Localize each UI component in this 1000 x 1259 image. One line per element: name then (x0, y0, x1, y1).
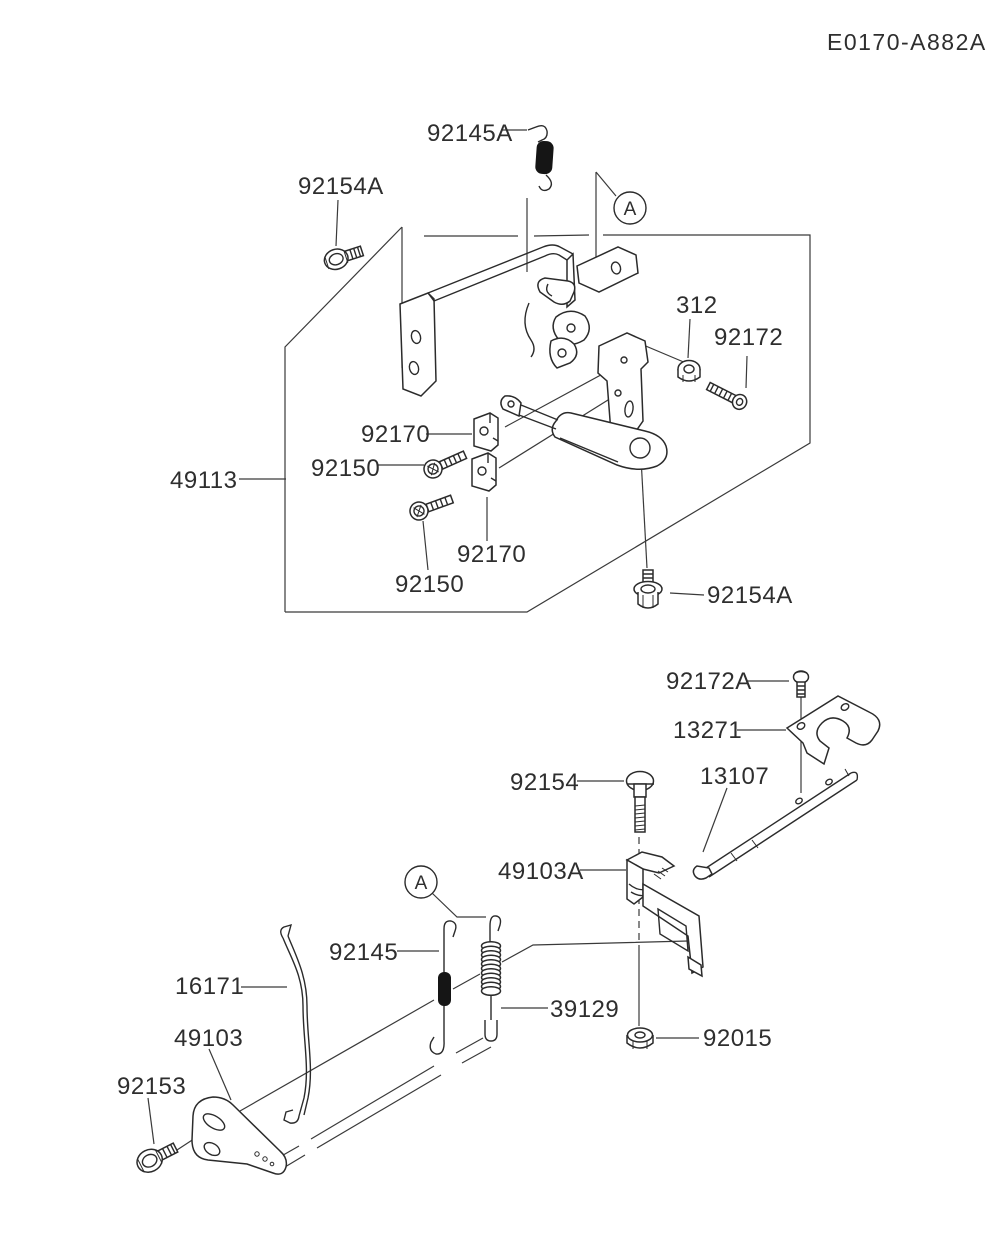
drawing-code: E0170-A882A (827, 29, 987, 55)
screw-92172-drawing (705, 381, 748, 411)
callout-49103: 49103 (174, 1025, 243, 1052)
rod-16171-drawing (280, 923, 312, 1124)
callout-92172: 92172 (714, 324, 783, 351)
lever-49103a-drawing (625, 851, 704, 978)
callout-49113: 49113 (170, 467, 237, 494)
spring-92145a-drawing (527, 124, 554, 192)
plate-49103-drawing (191, 1096, 288, 1175)
callout-92154: 92154 (510, 769, 579, 796)
callout-92150-lower: 92150 (395, 571, 464, 598)
callout-92170-upper: 92170 (361, 421, 430, 448)
rod-13107-drawing (692, 768, 859, 880)
detail-marker-bottom: A (404, 865, 438, 899)
plate-13271-drawing (785, 695, 881, 766)
spring-92145-drawing (429, 920, 457, 1055)
callout-92154a-bottom: 92154A (707, 582, 793, 609)
callout-13271: 13271 (673, 717, 742, 744)
bolt-92154a-upper-drawing (323, 245, 365, 271)
callouts: E0170-A882A 92145A 92154A 312 92172 9217… (117, 29, 987, 1100)
screw-92150-lower-drawing (409, 494, 455, 521)
callout-92145a: 92145A (427, 120, 513, 147)
callout-49103a: 49103A (498, 858, 584, 885)
callout-92172a: 92172A (666, 668, 752, 695)
clamp-92170-lower-drawing (471, 452, 497, 492)
spring-39129-drawing (480, 915, 502, 1042)
detail-marker-top-letter: A (624, 199, 637, 220)
callout-92150-upper: 92150 (311, 455, 380, 482)
callout-39129: 39129 (550, 996, 619, 1023)
callout-92145: 92145 (329, 939, 398, 966)
callout-13107: 13107 (700, 763, 769, 790)
callout-92170-lower: 92170 (457, 541, 526, 568)
nut-312-drawing (677, 359, 701, 382)
bolt-92153-drawing (136, 1142, 179, 1173)
bolt-92154a-lower-drawing (633, 569, 663, 609)
assembly-enclosure-box (284, 226, 811, 613)
callout-92153: 92153 (117, 1073, 186, 1100)
nut-92015-drawing (626, 1027, 654, 1049)
screw-92172a-drawing (792, 670, 810, 698)
bracket-49113-drawing (399, 244, 668, 470)
callout-92015: 92015 (703, 1025, 772, 1052)
callout-92154a-top: 92154A (298, 173, 384, 200)
bolt-92154-drawing (625, 770, 655, 833)
clamp-92170-upper-drawing (473, 412, 499, 452)
screw-92150-upper-drawing (423, 450, 468, 479)
callout-16171: 16171 (175, 973, 244, 1000)
callout-312: 312 (676, 292, 718, 319)
detail-marker-top: A (613, 191, 647, 225)
detail-marker-bottom-letter: A (415, 873, 428, 894)
leader-lines-bottom (147, 680, 802, 1168)
